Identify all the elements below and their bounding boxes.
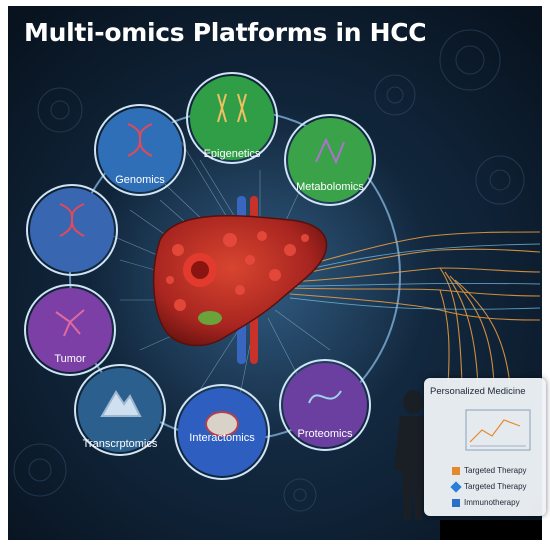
node-label: Genomics [115, 174, 165, 186]
liver-illustration [152, 215, 328, 347]
dna-chromosome-icon [59, 203, 85, 237]
mountain-peak-icon-shape [100, 390, 142, 417]
dna-helix-icon-shape [127, 123, 153, 157]
protein-cluster-icon [205, 411, 240, 437]
node-label: Interactomics [189, 432, 255, 444]
molecule-icon [315, 137, 345, 165]
node-label: Tumor [54, 353, 86, 365]
node-ring [94, 104, 186, 196]
node-disc [288, 118, 372, 202]
panel-chart-icon [465, 409, 531, 451]
decorative-cells [13, 29, 525, 512]
protein-ribbon-icon [308, 390, 342, 404]
omics-node-interactomics: Interactomics [174, 384, 270, 480]
node-label: Metabolomics [296, 181, 364, 193]
dna-helix-icon [127, 123, 153, 157]
chromosome-icon [217, 93, 247, 123]
omics-node-genomics: Genomics [94, 104, 186, 196]
legend-swatch-blue [452, 498, 460, 507]
molecule-icon-shape [315, 137, 345, 165]
legend-swatch-diamond [450, 480, 462, 493]
omics-node-chromosome [26, 184, 118, 276]
omics-node-transcrptomics: Transcrptomics [74, 364, 166, 456]
node-ring [186, 72, 278, 164]
node-ring [279, 359, 371, 451]
protein-ribbon-icon-shape [308, 390, 342, 404]
data-streams [289, 231, 541, 386]
omics-nodes: Genomics EpigeneticsMetabolomicsTumorTran… [24, 72, 376, 480]
node-ring [174, 384, 270, 480]
node-label: Transcrptomics [83, 438, 158, 450]
node-ring [284, 114, 376, 206]
omics-node-tumor: Tumor [24, 284, 116, 376]
corner-block [440, 520, 542, 540]
legend-item-targeted-therapy-2: Targeted Therapy [450, 480, 527, 493]
mountain-peak-icon [100, 390, 142, 417]
omics-node-epigenetics: Epigenetics [186, 72, 278, 164]
dna-chromosome-icon-shape [59, 203, 85, 237]
legend-item-targeted-therapy-1: Targeted Therapy [452, 466, 527, 475]
omics-node-metabolomics: Metabolomics [284, 114, 376, 206]
legend-label: Targeted Therapy [464, 482, 527, 491]
chromosome-icon-shape [217, 93, 247, 123]
legend-label: Immunotherapy [464, 498, 520, 507]
node-label: Epigenetics [204, 148, 261, 160]
omics-node-proteomics: Proteomics [279, 359, 371, 451]
node-disc [28, 288, 112, 372]
personalized-medicine-panel: Personalized Medicine Targeted Therapy T… [424, 378, 546, 516]
human-silhouette [394, 390, 432, 520]
panel-title: Personalized Medicine [430, 386, 526, 397]
node-ring [24, 284, 116, 376]
node-disc [98, 108, 182, 192]
legend-label: Targeted Therapy [464, 466, 527, 475]
node-disc [30, 188, 114, 272]
protein-cluster-icon-shape [205, 411, 240, 437]
node-ring [74, 364, 166, 456]
gallbladder [198, 311, 222, 325]
tumor-network-icon [55, 309, 85, 337]
page-title: Multi-omics Platforms in HCC [24, 18, 427, 47]
tumor-network-icon-shape [55, 309, 85, 337]
node-disc [283, 363, 367, 447]
node-ring [26, 184, 118, 276]
legend-item-immunotherapy: Immunotherapy [452, 498, 520, 507]
node-disc [190, 76, 274, 160]
node-label: Proteomics [297, 428, 353, 440]
legend-swatch-orange [452, 466, 460, 475]
